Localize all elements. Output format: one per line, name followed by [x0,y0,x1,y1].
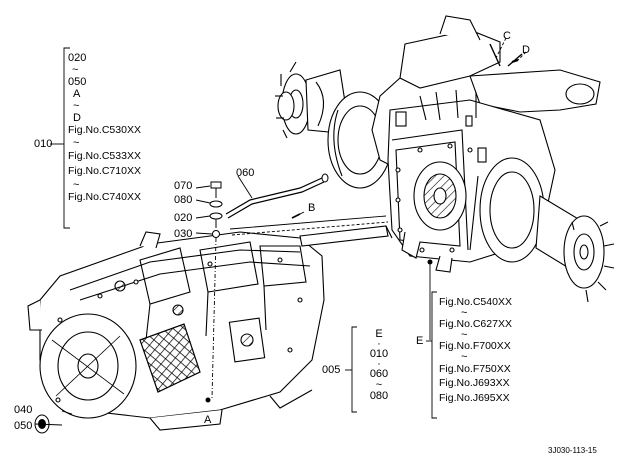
bracket-lines [50,47,437,419]
callout-020: 020 [174,212,193,224]
left-line: ~ [72,64,79,76]
left-line: Fig.No.C533XX [68,150,141,162]
left-line: ~ [73,137,80,149]
callout-070: 070 [174,180,193,192]
callout-080: 080 [174,194,193,206]
right-line: ~ [461,329,468,341]
case-bolts [55,257,303,403]
bracket-left-ref: 010 [34,138,53,150]
callout-c: C [503,30,511,42]
plug-030 [212,230,220,238]
bracket-right-ref: E [416,335,424,347]
left-line: ~ [73,179,80,191]
left-line: Fig.No.C710XX [68,165,141,177]
cover-grille [139,323,201,393]
left-line: 020 [68,52,87,64]
marker-e-dot [427,259,433,265]
bracket-right-lines: Fig.No.C540XX ~ Fig.No.C627XX ~ Fig.No.F… [439,296,539,406]
figure-code: 3J030-113-15 [548,446,597,455]
right-line: ~ [461,351,468,363]
right-line: ~ [461,307,468,319]
bracket-bottom-lines: E · 010 · 060 ~ 080 [359,328,399,402]
left-line: Fig.No.C530XX [68,124,141,136]
callout-030: 030 [174,228,193,240]
bolt-070 [210,181,222,198]
transmission-case [27,225,393,431]
callout-a: A [204,414,212,426]
marker-a-dot [205,397,211,403]
bottom-line: ~ [375,379,383,391]
left-line: D [73,112,81,124]
bolt-020 [209,212,223,228]
rear-axle-assembly [275,15,615,303]
washer-080 [209,200,223,208]
hub-studs [571,221,615,303]
bottom-line: · [377,338,381,350]
bottom-line: · [377,358,381,370]
bottom-line: 010 [369,348,389,360]
left-line: ~ [73,100,80,112]
leader-lines [34,37,527,426]
left-line: 050 [68,76,87,88]
right-line: Fig.No.F750XX [439,363,511,375]
right-line: Fig.No.C627XX [439,318,512,330]
right-line: Fig.No.J695XX [439,392,510,404]
right-line: Fig.No.J693XX [439,377,510,389]
bracket-left-lines: 020 ~ 050 A ~ D Fig.No.C530XX ~ Fig.No.C… [68,52,158,204]
bottom-line: 060 [369,368,389,380]
bottom-line: E [375,328,383,340]
bracket-bottom-ref: 005 [322,364,341,376]
callout-b: B [308,202,316,214]
pipe-060 [225,177,323,215]
housing-bolts [395,143,473,253]
right-line: Fig.No.C540XX [439,296,512,308]
output-shaft [299,225,389,247]
bolt-c [489,43,501,67]
callout-040: 040 [14,404,33,416]
left-line: A [73,88,81,100]
callout-050: 050 [14,420,33,432]
left-line: Fig.No.C740XX [68,191,141,203]
callout-d: D [522,44,530,56]
right-line: Fig.No.F700XX [439,340,511,352]
callout-060: 060 [236,167,255,179]
bottom-line: 080 [369,390,389,402]
